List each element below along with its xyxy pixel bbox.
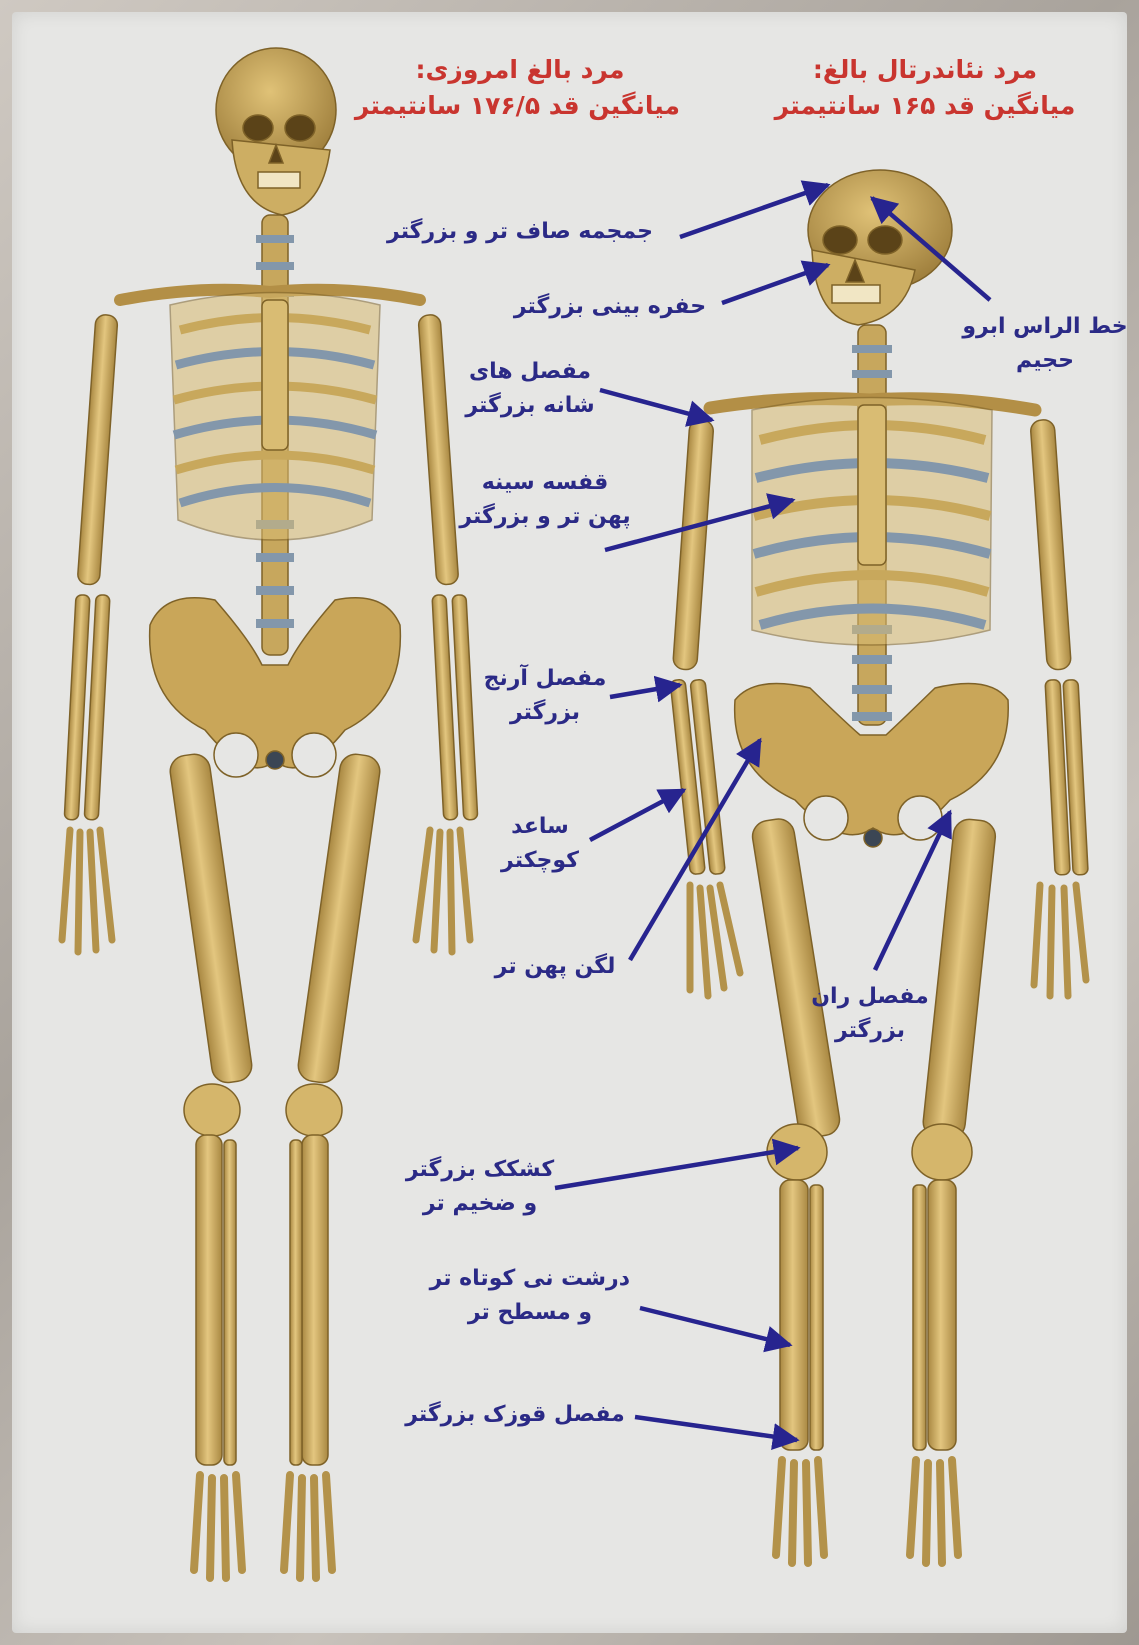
label-skull: جمجمه صاف تر و بزرگتر [380, 215, 660, 249]
arrow-kneecap [555, 1148, 798, 1188]
label-kneecap-line2: و ضخیم تر [395, 1187, 565, 1221]
label-ribcage: قفسه سینه پهن تر و بزرگتر [455, 466, 635, 534]
label-hip-line1: مفصل ران [805, 980, 935, 1014]
label-forearm-line1: ساعد [490, 810, 590, 844]
modern-skeleton [62, 48, 478, 1578]
arrow-shoulder [600, 390, 712, 420]
modern-header: مرد بالغ امروزی: میانگین قد ۱۷۶/۵ سانتیم… [360, 52, 680, 124]
label-kneecap: کشکک بزرگتر و ضخیم تر [395, 1153, 565, 1221]
label-brow-line1: خط الراس ابرو [955, 310, 1135, 344]
neanderthal-header-title: مرد نئاندرتال بالغ: [765, 52, 1085, 88]
label-elbow-line1: مفصل آرنج [480, 662, 610, 696]
label-shoulder-line1: مفصل های [455, 355, 605, 389]
arrow-ankle [635, 1417, 797, 1440]
neanderthal-skeleton [670, 170, 1088, 1563]
arrow-tibia [640, 1308, 790, 1345]
label-elbow: مفصل آرنج بزرگتر [480, 662, 610, 730]
arrow-nasal [722, 265, 828, 303]
label-tibia-line2: و مسطح تر [430, 1296, 630, 1330]
arrow-elbow [610, 685, 680, 697]
label-brow: خط الراس ابرو حجیم [955, 310, 1135, 378]
neanderthal-header-height: میانگین قد ۱۶۵ سانتیمتر [765, 88, 1085, 124]
label-forearm-line2: کوچکتر [490, 844, 590, 878]
label-shoulder: مفصل های شانه بزرگتر [455, 355, 605, 423]
label-nasal-text: حفره بینی بزرگتر [510, 290, 710, 324]
label-brow-line2: حجیم [955, 344, 1135, 378]
label-ankle-text: مفصل قوزک بزرگتر [405, 1398, 625, 1432]
arrow-forearm [590, 790, 684, 840]
label-skull-text: جمجمه صاف تر و بزرگتر [380, 215, 660, 249]
label-pelvis-text: لگن پهن تر [480, 950, 630, 984]
label-hip: مفصل ران بزرگتر [805, 980, 935, 1048]
modern-skull-icon [216, 48, 336, 215]
label-shoulder-line2: شانه بزرگتر [455, 389, 605, 423]
label-tibia: درشت نی کوتاه تر و مسطح تر [430, 1262, 630, 1330]
label-tibia-line1: درشت نی کوتاه تر [430, 1262, 630, 1296]
label-forearm: ساعد کوچکتر [490, 810, 590, 878]
arrow-skull [680, 185, 828, 237]
label-kneecap-line1: کشکک بزرگتر [395, 1153, 565, 1187]
modern-header-height: میانگین قد ۱۷۶/۵ سانتیمتر [360, 88, 680, 124]
modern-header-title: مرد بالغ امروزی: [360, 52, 680, 88]
label-ribcage-line1: قفسه سینه [455, 466, 635, 500]
label-hip-line2: بزرگتر [805, 1014, 935, 1048]
label-elbow-line2: بزرگتر [480, 696, 610, 730]
label-pelvis: لگن پهن تر [480, 950, 630, 984]
label-nasal: حفره بینی بزرگتر [510, 290, 710, 324]
label-ribcage-line2: پهن تر و بزرگتر [455, 500, 635, 534]
neanderthal-header: مرد نئاندرتال بالغ: میانگین قد ۱۶۵ سانتی… [765, 52, 1085, 124]
label-ankle: مفصل قوزک بزرگتر [405, 1398, 625, 1432]
